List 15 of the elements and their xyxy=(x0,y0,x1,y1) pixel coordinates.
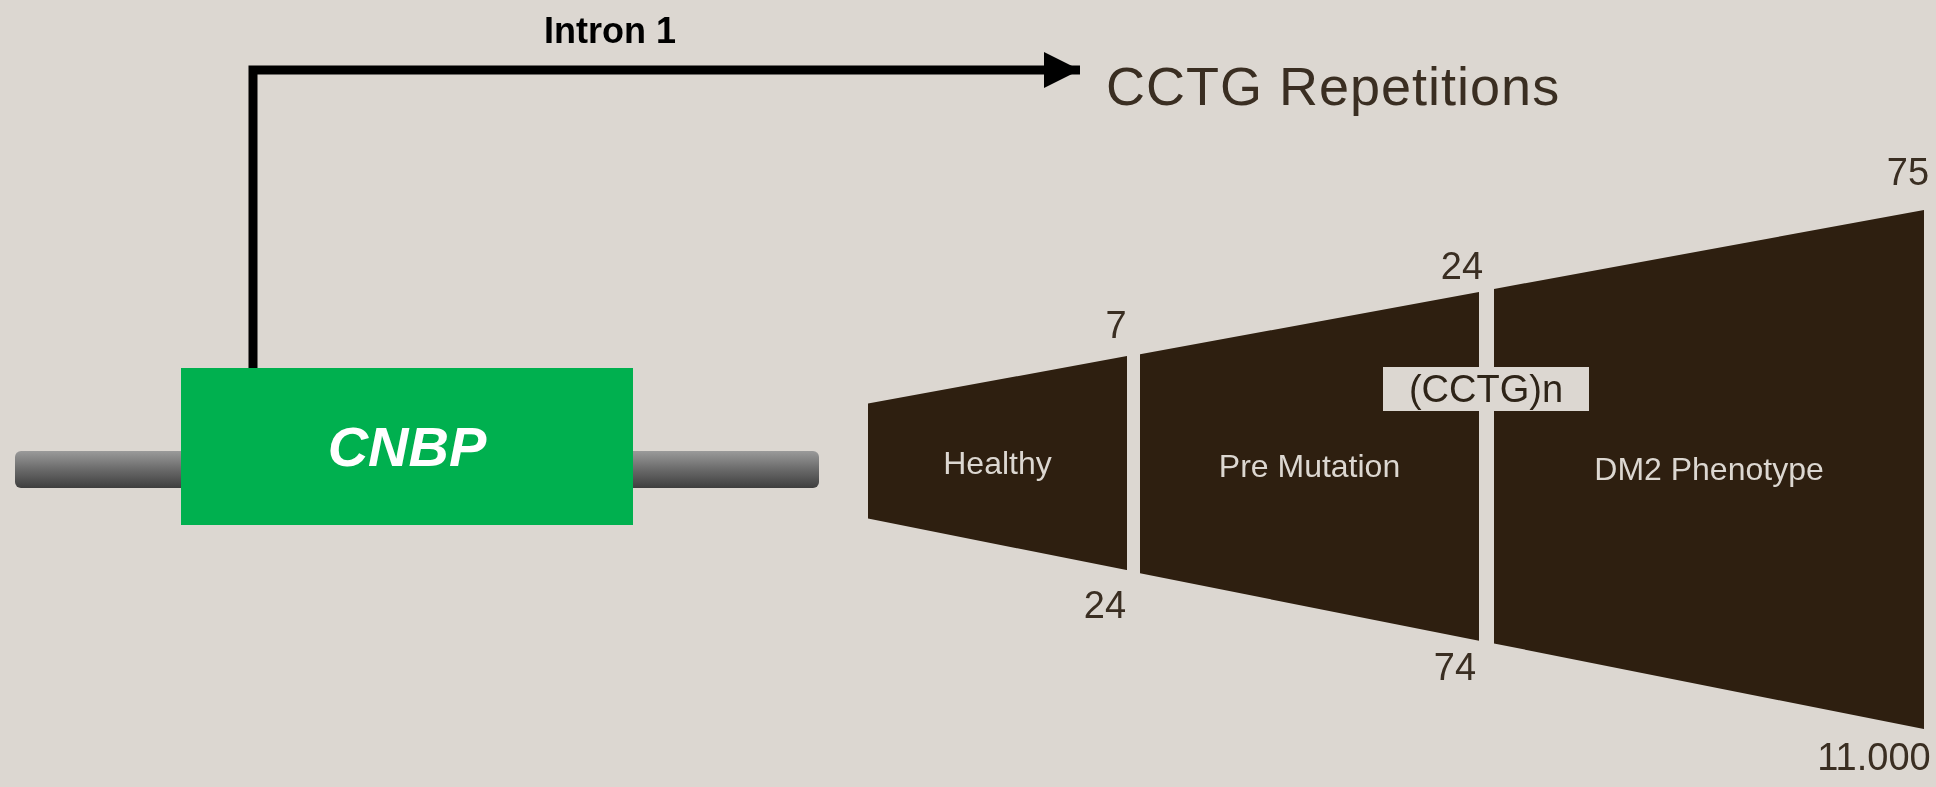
heading-text: CCTG Repetitions xyxy=(1106,55,1561,117)
repeat-tag: (CCTG)n xyxy=(1383,367,1589,411)
segment-label: Healthy xyxy=(943,444,1052,482)
gene-name: CNBP xyxy=(327,414,487,479)
segment-label: Pre Mutation xyxy=(1218,447,1401,485)
range-number: 24 xyxy=(1440,244,1484,288)
range-number: 11.000 xyxy=(1817,735,1931,779)
edge-label: Intron 1 xyxy=(544,10,676,52)
range-number: 24 xyxy=(1083,583,1127,627)
segment-label: DM2 Phenotype xyxy=(1594,451,1824,488)
range-number: 75 xyxy=(1886,150,1930,194)
arrow xyxy=(248,52,1080,368)
range-number: 74 xyxy=(1433,645,1477,689)
gene-box xyxy=(181,368,633,525)
range-number: 7 xyxy=(1105,303,1127,347)
